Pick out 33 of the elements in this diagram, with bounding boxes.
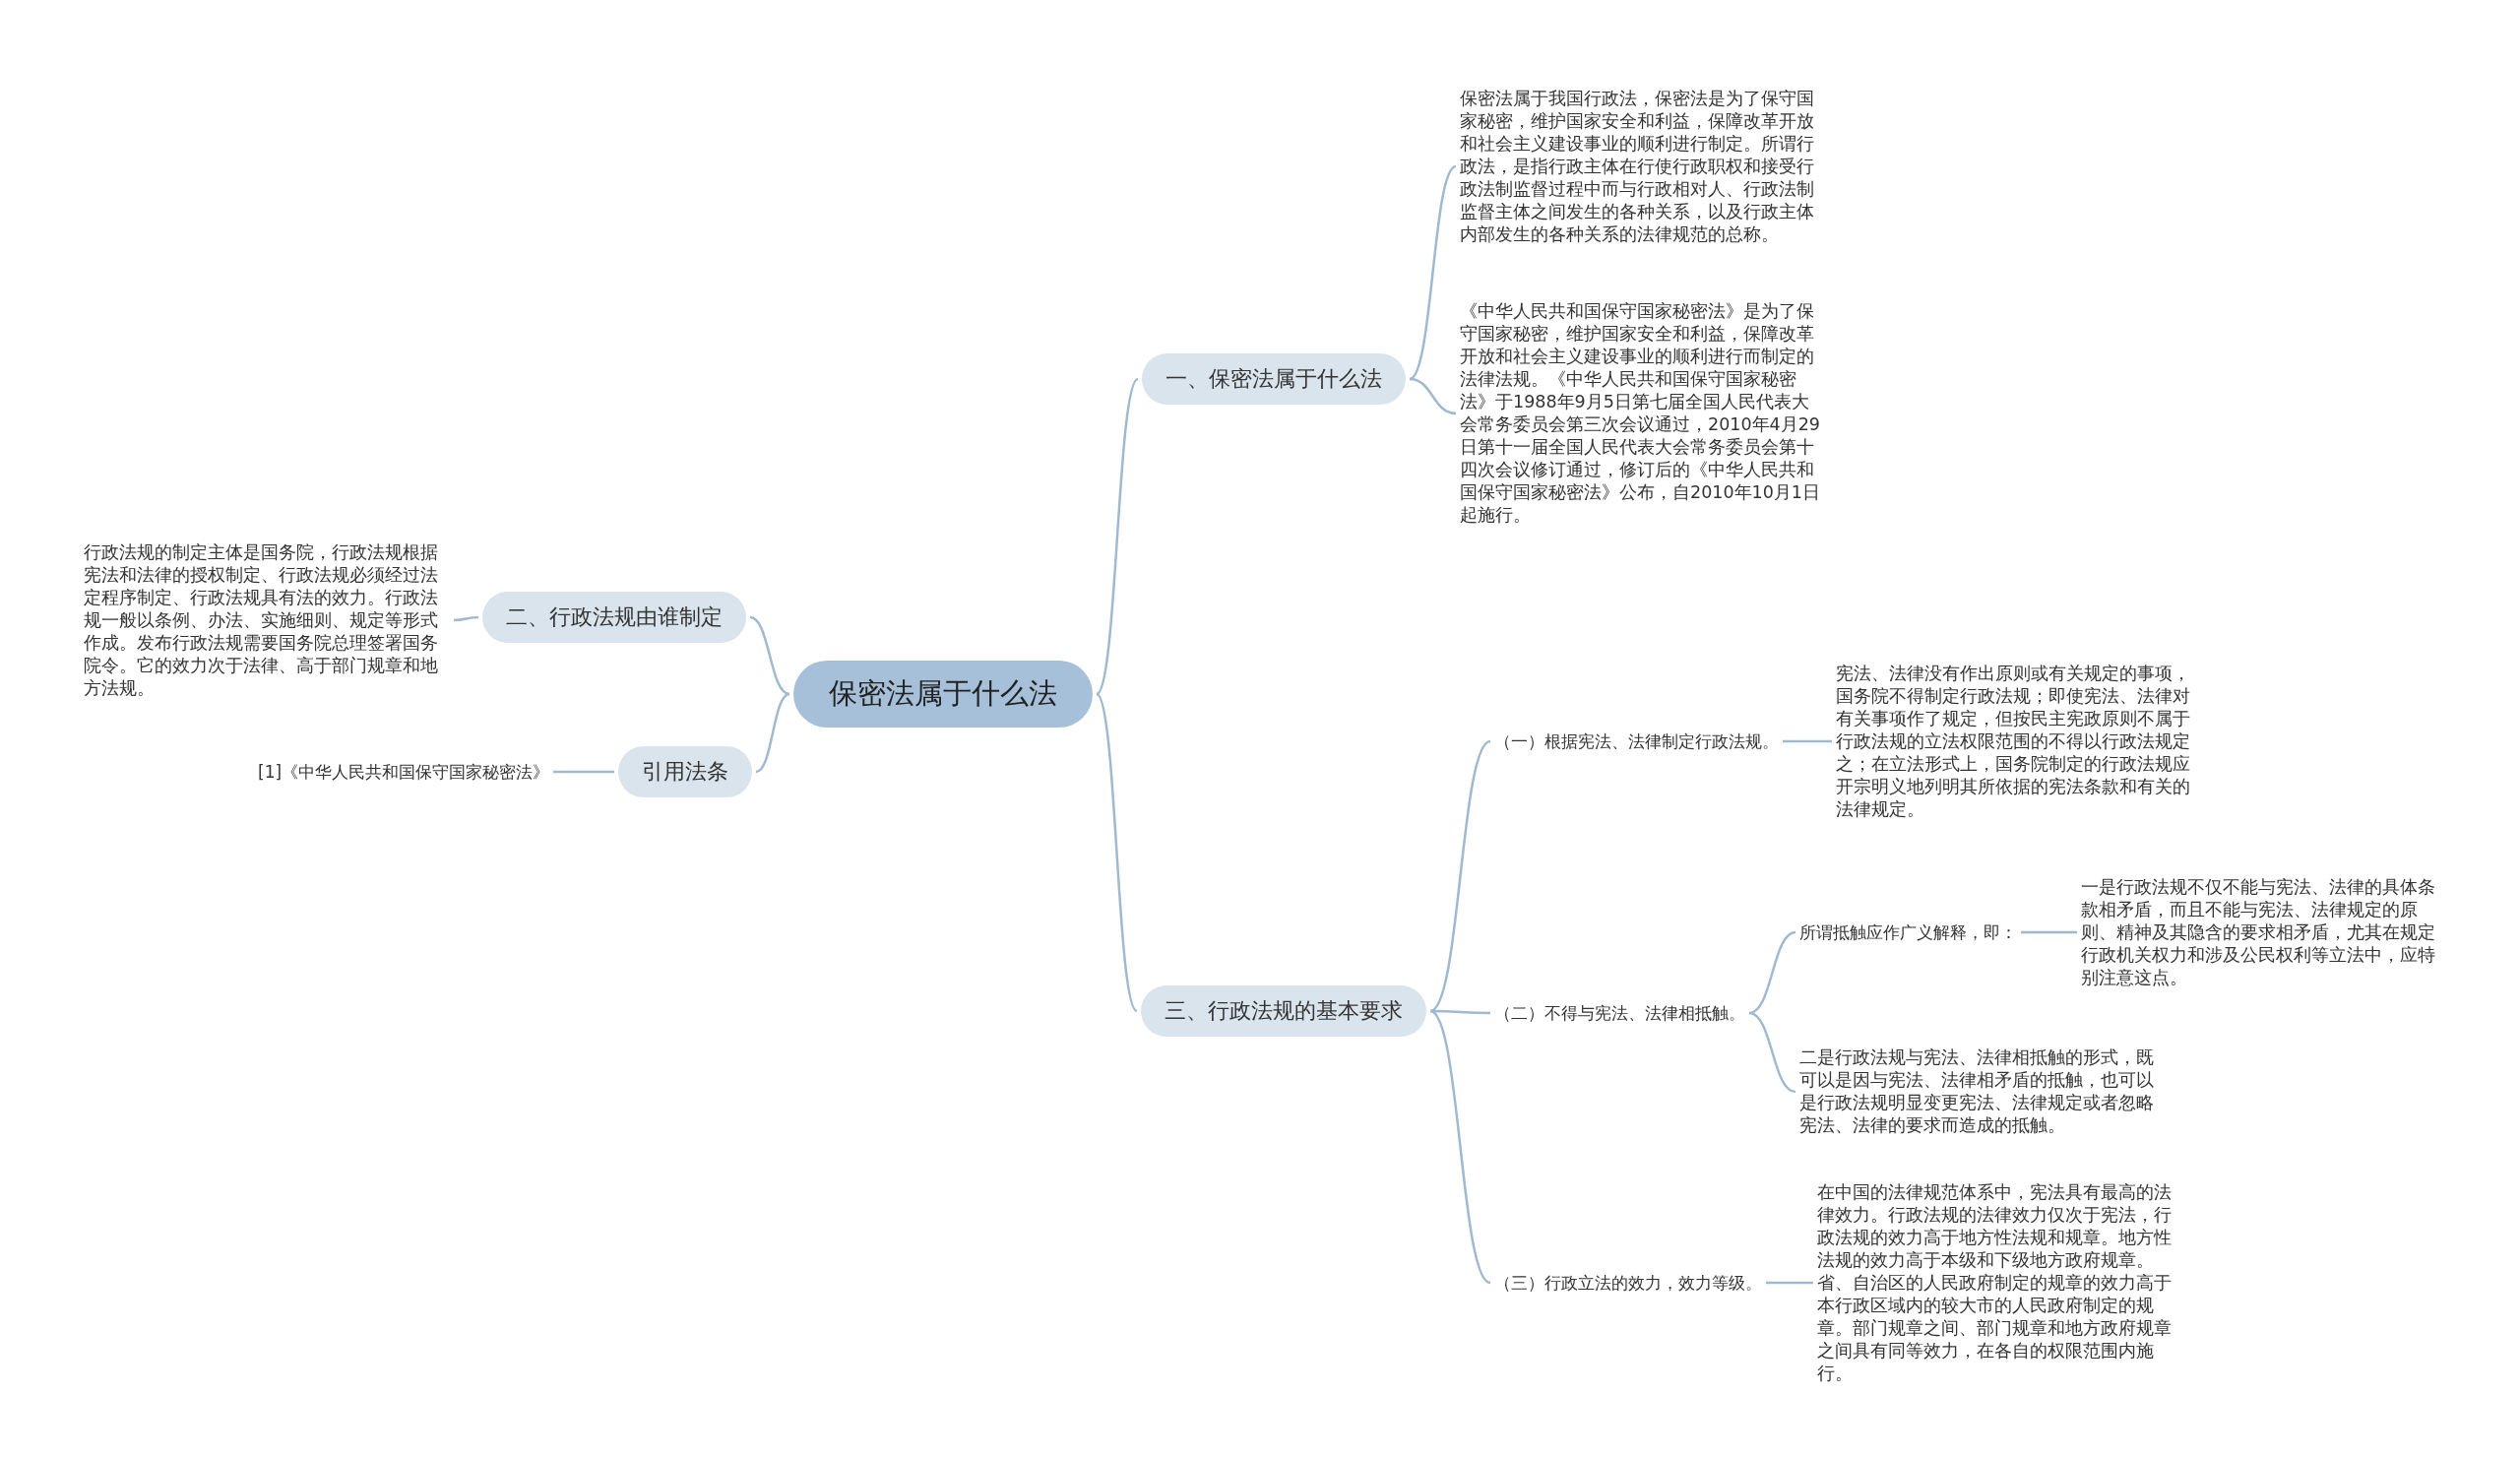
subtopic-text: 所谓抵触应作广义解释，即：	[1799, 919, 2017, 946]
note-text: 在中国的法律规范体系中，宪法具有最高的法律效力。行政法规的法律效力仅次于宪法，行政法规的效力高于地方性法规和规章。地方性法规的效力高于本级和下级地方政府规章。省、自治区的人民政府制定的规章的效力高于本行政区域内的较大市的人民政府制定的规章。部门规章之间、部门规章和地方政府规章之间具有同等效力，在各自的权限范围内施行。	[1817, 1180, 2183, 1385]
connector	[1096, 693, 1138, 1012]
topic-pill: 二、行政法规由谁制定	[482, 592, 746, 643]
connector	[1429, 740, 1491, 1012]
connector	[755, 692, 790, 774]
connector	[1430, 1009, 1490, 1015]
note-text: 二是行政法规与宪法、法律相抵触的形式，既可以是因与宪法、法律相矛盾的抵触，也可以是行政法规明显变更宪法、法律规定或者忽略宪法、法律的要求而造成的抵触。	[1799, 1046, 2166, 1137]
topic-pill: 三、行政法规的基本要求	[1141, 985, 1426, 1037]
connector	[1409, 165, 1457, 380]
note-text: 行政法规的制定主体是国务院，行政法规根据宪法和法律的授权制定、行政法规必须经过法定程序制定、行政法规具有法的效力。行政法规一般以条例、办法、实施细则、规定等形式作成。发布行政法规需要国务院总理签署国务院令。它的效力次于法律、高于部门规章和地方法规。	[84, 540, 450, 700]
connector	[749, 615, 790, 696]
connector	[1096, 378, 1139, 695]
connector	[553, 770, 614, 774]
connector	[1429, 1010, 1491, 1284]
connector	[1748, 930, 1796, 1015]
connector	[453, 615, 479, 622]
note-text: 一是行政法规不仅不能与宪法、法律的具体条款相矛盾，而且不能与宪法、法律规定的原则、精神及其隐含的要求相矛盾，尤其在规定行政机关权力和涉及公民权利等立法中，应特别注意这点。	[2081, 875, 2447, 989]
connector	[2021, 930, 2077, 934]
connector	[1766, 1281, 1813, 1285]
note-text: 保密法属于我国行政法，保密法是为了保守国家秘密，维护国家安全和利益，保障改革开放和社会主义建设事业的顺利进行制定。所谓行政法，是指行政主体在行使行政职权和接受行政法制监督过程中而与行政相对人、行政法制监督主体之间发生的各种关系，以及行政主体内部发生的各种关系的法律规范的总称。	[1460, 87, 1826, 246]
central-topic: 保密法属于什么法	[793, 661, 1093, 728]
subtopic-text: （三）行政立法的效力，效力等级。	[1494, 1269, 1762, 1297]
note-text: 宪法、法律没有作出原则或有关规定的事项，国务院不得制定行政法规；即使宪法、法律对有关事项作了规定，但按民主宪政原则不属于行政法规的立法权限范围的不得以行政法规定之；在立法形式上，国务院制定的行政法规应开宗明义地列明其所依据的宪法条款和有关的法律规定。	[1836, 662, 2202, 821]
subtopic-text: （一）根据宪法、法律制定行政法规。	[1494, 728, 1779, 755]
subtopic-text: （二）不得与宪法、法律相抵触。	[1494, 999, 1745, 1027]
subtopic-text: [1]《中华人民共和国保守国家秘密法》	[258, 758, 550, 786]
connector	[1409, 377, 1457, 415]
connector	[1748, 1011, 1796, 1094]
topic-pill: 一、保密法属于什么法	[1142, 353, 1406, 405]
note-text: 《中华人民共和国保守国家秘密法》是为了保守国家秘密，维护国家安全和利益，保障改革开放和社会主义建设事业的顺利进行而制定的法律法规。《中华人民共和国保守国家秘密法》于1988年9月5日第七届全国人民代表大会常务委员会第三次会议通过，2010年4月29日第十一届全国人民代表大会常务委员会第十四次会议修订通过，修订后的《中华人民共和国保守国家秘密法》公布，自2010年10月1日起施行。	[1460, 300, 1826, 527]
topic-pill: 引用法条	[618, 746, 752, 797]
connector	[1783, 739, 1832, 743]
